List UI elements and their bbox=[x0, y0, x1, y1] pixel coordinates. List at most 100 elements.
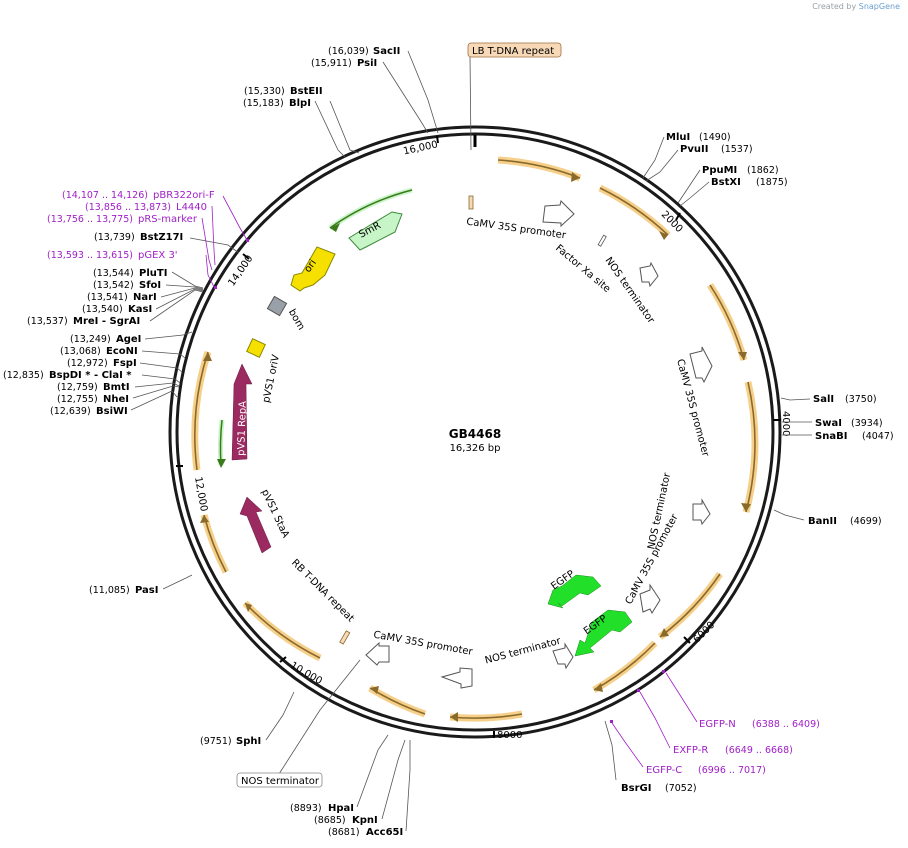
enzyme-pos-nhei: (12,755) bbox=[57, 394, 98, 405]
enzyme-pos-ppumi: (1862) bbox=[747, 165, 779, 176]
factor-xa-mark bbox=[597, 234, 607, 247]
orf-head-11 bbox=[203, 352, 212, 361]
lb-repeat-box[interactable] bbox=[467, 42, 562, 58]
enzyme-name-bsrgi[interactable]: BsrGI bbox=[621, 783, 651, 794]
enzyme-pos-psii: (15,911) bbox=[311, 58, 352, 69]
leader-bstxi bbox=[679, 181, 710, 207]
leader-exfpr bbox=[639, 691, 671, 749]
enzyme-pos-bmti: (12,759) bbox=[57, 382, 98, 393]
enzyme-name-pvuii[interactable]: PvuII bbox=[680, 144, 708, 155]
enzyme-name-bsteii[interactable]: BstEII bbox=[290, 86, 323, 97]
nos2-arrow bbox=[692, 498, 711, 526]
ruler-10000: 10,000 bbox=[288, 660, 324, 687]
primer-name-egfpc[interactable]: EGFP-C bbox=[646, 765, 682, 776]
enzyme-name-kasi[interactable]: KasI bbox=[128, 304, 152, 315]
nos-box-label: NOS terminator bbox=[241, 776, 320, 787]
enzyme-name-fspi[interactable]: FspI bbox=[113, 358, 137, 369]
enzyme-name-bsiwi[interactable]: BsiWI bbox=[96, 406, 128, 417]
features-shapes bbox=[231, 195, 713, 689]
enzyme-name-bmti[interactable]: BmtI bbox=[103, 382, 130, 393]
primer-ticks bbox=[214, 239, 665, 723]
orf-head-7 bbox=[450, 712, 458, 722]
enzyme-name-clai[interactable]: BspDI * - ClaI * bbox=[49, 370, 132, 381]
orf-arc-8 bbox=[368, 685, 427, 718]
leader-pluti bbox=[171, 271, 204, 289]
enzyme-name-econi[interactable]: EcoNI bbox=[106, 346, 138, 357]
enzyme-name-kpni[interactable]: KpnI bbox=[352, 815, 378, 826]
primer-pos-pbr322orif: (14,107 .. 14,126) bbox=[62, 190, 148, 201]
enzyme-name-nari[interactable]: NarI bbox=[133, 292, 157, 303]
backbone-inner bbox=[175, 132, 775, 732]
leader-pbr322orif bbox=[222, 195, 248, 241]
camv2-arrow bbox=[689, 346, 713, 384]
pvs1-oriv-label: pVS1 oriV bbox=[261, 354, 282, 404]
nos-terminator-box[interactable] bbox=[236, 772, 323, 788]
primer-name-egfpn[interactable]: EGFP-N bbox=[699, 719, 736, 730]
primer-name-l4440[interactable]: L4440 bbox=[176, 202, 207, 213]
leader-lb-repeat bbox=[469, 55, 472, 151]
orf-head-2 bbox=[659, 231, 668, 240]
leader-claI bbox=[141, 374, 181, 384]
primer-pos-egfpc: (6996 .. 7017) bbox=[698, 765, 766, 776]
leader-nhei bbox=[132, 385, 180, 399]
enzyme-pos-blpi: (15,183) bbox=[243, 98, 284, 109]
primer-name-pbr322orif[interactable]: pBR322ori-F bbox=[153, 190, 215, 201]
camv3-arrow bbox=[639, 583, 661, 615]
leader-econi bbox=[141, 350, 186, 359]
enzyme-name-mrei[interactable]: MreI - SgrAI bbox=[73, 316, 140, 327]
enzyme-name-sacii[interactable]: SacII bbox=[373, 46, 400, 57]
rb-repeat-label: RB T-DNA repeat bbox=[289, 558, 356, 625]
enzyme-name-pasi[interactable]: PasI bbox=[135, 585, 158, 596]
primer-pos-prs: (13,756 .. 13,775) bbox=[47, 214, 133, 225]
enzyme-name-acc65i[interactable]: Acc65I bbox=[366, 827, 403, 838]
primer-name-exfpr[interactable]: EXFP-R bbox=[673, 745, 708, 756]
leader-egfpn bbox=[665, 672, 698, 723]
enzyme-pos-pasi: (11,085) bbox=[89, 585, 130, 596]
primer-tick-pgex bbox=[214, 286, 217, 289]
leader-bmti bbox=[134, 382, 180, 388]
nos3-arrow bbox=[552, 642, 574, 670]
enzyme-pos-kpni: (8685) bbox=[314, 815, 346, 826]
enzyme-name-sali[interactable]: SalI bbox=[813, 394, 834, 405]
enzyme-name-agei[interactable]: AgeI bbox=[116, 334, 141, 345]
smr-arc-head bbox=[330, 223, 340, 232]
enzyme-name-bstz17i[interactable]: BstZ17I bbox=[140, 232, 183, 243]
orf-arc-4-line bbox=[745, 381, 756, 513]
smr-arc-glow bbox=[328, 187, 413, 231]
enzyme-name-nhei[interactable]: NheI bbox=[103, 394, 129, 405]
enzyme-name-sphi[interactable]: SphI bbox=[236, 736, 261, 747]
primer-name-pgex[interactable]: pGEX 3' bbox=[138, 250, 178, 261]
leader-pgex bbox=[205, 254, 215, 288]
primer-name-prs[interactable]: pRS-marker bbox=[138, 214, 198, 225]
enzyme-pos-bstxi: (1875) bbox=[756, 177, 788, 188]
leader-ppumi bbox=[677, 169, 701, 204]
enzyme-name-bstxi[interactable]: BstXI bbox=[711, 177, 741, 188]
enzyme-pos-bsiwi: (12,639) bbox=[50, 406, 91, 417]
pvs1-oriv-box bbox=[246, 338, 266, 358]
enzyme-pos-sphi: (9751) bbox=[200, 736, 232, 747]
leader-nari bbox=[160, 287, 204, 298]
enzyme-name-psii[interactable]: PsiI bbox=[357, 58, 377, 69]
enzyme-pos-agei: (13,249) bbox=[70, 334, 111, 345]
enzyme-name-mlui[interactable]: MluI bbox=[666, 132, 690, 143]
enzyme-name-banii[interactable]: BanII bbox=[808, 516, 837, 527]
ruler-12000: 12,000 bbox=[192, 476, 209, 512]
enzyme-name-blpi[interactable]: BlpI bbox=[289, 98, 311, 109]
enzyme-name-swai[interactable]: SwaI bbox=[815, 418, 842, 429]
enzyme-pos-fspi: (12,972) bbox=[67, 358, 108, 369]
enzyme-name-ppumi[interactable]: PpuMI bbox=[702, 165, 737, 176]
enzyme-name-hpai[interactable]: HpaI bbox=[328, 803, 354, 814]
enzyme-name-pluti[interactable]: PluTI bbox=[139, 268, 167, 279]
ruler-4000: 4000 bbox=[780, 411, 791, 436]
orf-arc-11 bbox=[191, 350, 212, 471]
ori-arrow bbox=[290, 246, 336, 292]
leader-bsteii bbox=[329, 100, 360, 154]
leader-pasi bbox=[162, 574, 193, 590]
enzyme-name-snabi[interactable]: SnaBI bbox=[815, 431, 847, 442]
backbone-outer bbox=[168, 125, 782, 739]
orf-arc-9 bbox=[242, 600, 322, 662]
orf-head-4 bbox=[741, 503, 751, 512]
rb-repeat-mark bbox=[339, 630, 351, 645]
enzyme-name-sfoi[interactable]: SfoI bbox=[139, 280, 161, 291]
